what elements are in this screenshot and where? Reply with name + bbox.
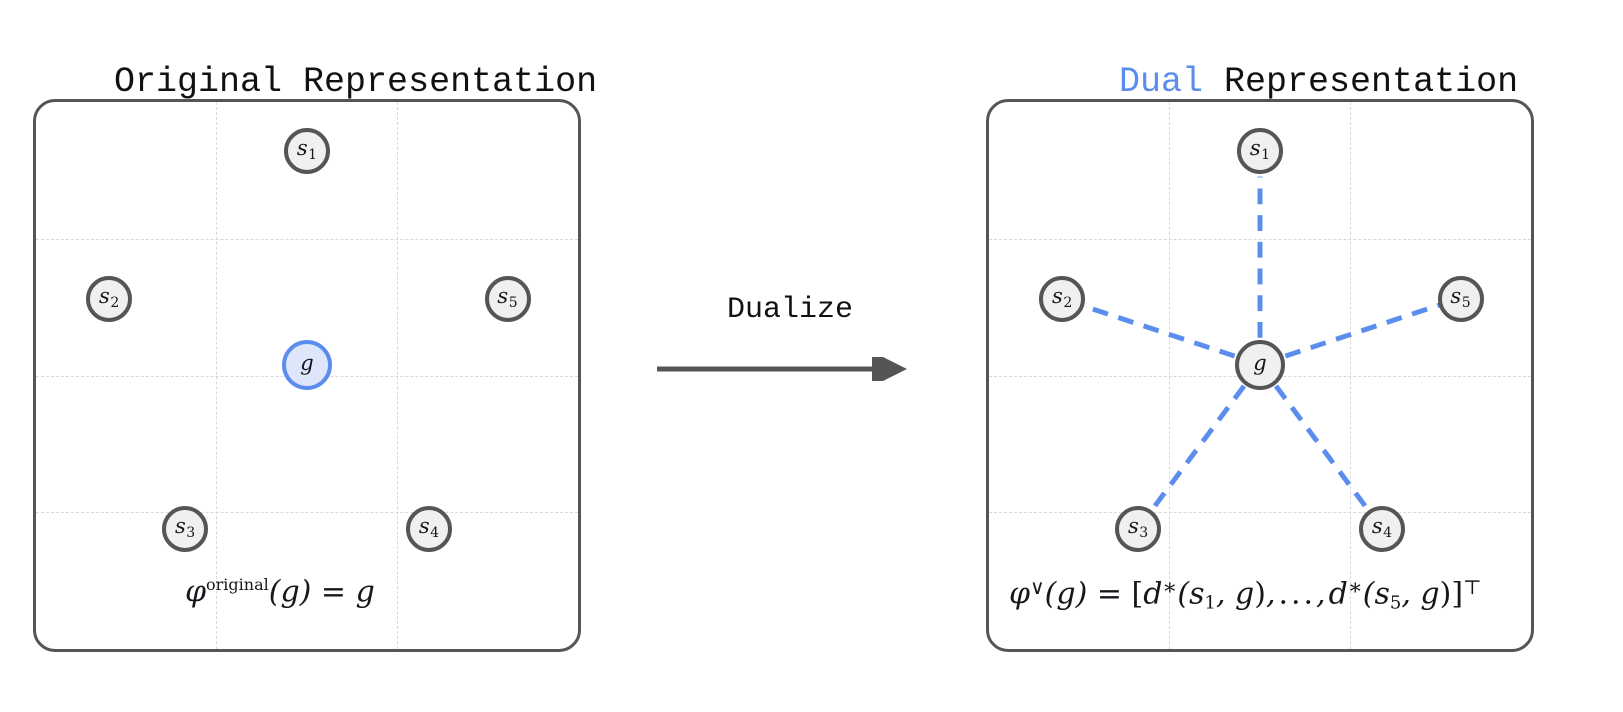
node-g-label: g [300,351,314,376]
gridline-horizontal-3 [989,512,1531,514]
edge-g-s2 [1061,296,1261,367]
node-s1-label: s1 [296,136,318,164]
dual-formula-superscript: ∨ [1030,575,1045,599]
dualize-label: Dualize [726,293,854,327]
node-s3[interactable]: s3 [162,505,209,552]
node-s2-label: s2 [99,283,120,311]
left-panel-title: Original Representation [30,30,597,135]
node-s3-label: s3 [1127,513,1149,541]
right-panel-title: Dual Representation [1035,30,1518,135]
gridline-horizontal-1 [989,238,1531,240]
dual-representation-panel: s1 s2 s5 g s3 s4 [986,99,1534,652]
dualize-arrow-icon [657,357,908,381]
node-s1[interactable]: s1 [1237,128,1283,175]
gridline-horizontal-1 [36,238,578,240]
node-s3-label: s3 [174,513,196,541]
node-s5[interactable]: s5 [484,275,531,322]
right-panel-title-accent: Dual [1119,62,1204,102]
edge-g-s4 [1258,363,1384,531]
node-s4[interactable]: s4 [405,505,452,552]
original-formula: φoriginal(g) = g [185,574,375,610]
right-panel-title-rest: Representation [1203,62,1519,102]
edge-g-s5 [1259,296,1459,367]
node-g-label: g [1253,351,1267,376]
edge-g-s3 [1136,363,1262,531]
original-representation-panel: s1 s2 s5 g s3 s4 [33,99,581,652]
node-s2[interactable]: s2 [1039,275,1086,322]
node-s1[interactable]: s1 [284,128,330,175]
node-s2[interactable]: s2 [86,275,133,322]
original-formula-superscript: original [206,575,269,594]
right-panel-inner: s1 s2 s5 g s3 s4 [989,102,1531,649]
gridline-horizontal-3 [36,512,578,514]
node-s2-label: s2 [1052,283,1073,311]
node-g[interactable]: g [1235,339,1285,390]
node-s4-label: s4 [418,513,440,541]
node-s4[interactable]: s4 [1358,505,1405,552]
left-panel-inner: s1 s2 s5 g s3 s4 [36,102,578,649]
node-s5-label: s5 [1450,283,1471,311]
dualize-transform: Dualize [640,295,940,395]
node-s1-label: s1 [1249,136,1271,164]
node-s4-label: s4 [1371,513,1393,541]
node-s5-label: s5 [497,283,518,311]
node-s5[interactable]: s5 [1437,275,1484,322]
node-g[interactable]: g [282,339,332,390]
node-s3[interactable]: s3 [1115,505,1162,552]
left-panel-title-text: Original Representation [114,62,598,102]
dual-formula: φ∨(g) = [d∗(s1, g), . . . , d∗(s5, g)]⊤ [1009,575,1482,614]
